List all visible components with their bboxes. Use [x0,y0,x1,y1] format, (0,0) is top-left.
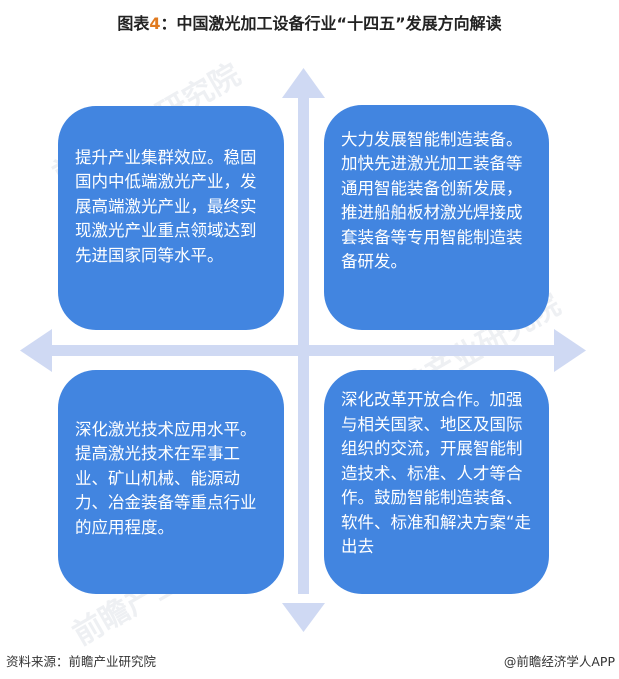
title-prefix: 图表 [117,14,150,33]
arrow-down-icon [282,603,325,632]
quadrant-bottom-right-text: 深化改革开放合作。加强与相关国家、地区及国际组织的交流，开展智能制造技术、标准、… [341,390,532,557]
arrow-left-icon [20,329,52,372]
credit-note: @前瞻经济学人APP [503,654,615,669]
arrow-right-icon [554,329,586,372]
horizontal-arrow-icon [20,329,586,372]
quadrant-bottom-left: 深化激光技术应用水平。提高激光技术在军事工业、矿山机械、能源动力、冶金装备等重点… [58,370,284,594]
arrow-up-icon [282,68,325,98]
quadrant-top-right-text: 大力发展智能制造装备。加快先进激光加工装备等通用智能装备创新发展，推进船舶板材激… [341,129,523,272]
source-note: 资料来源：前瞻产业研究院 [6,654,157,669]
quadrant-bottom-left-text: 深化激光技术应用水平。提高激光技术在军事工业、矿山机械、能源动力、冶金装备等重点… [75,419,257,537]
quadrant-top-left: 提升产业集群效应。稳固国内中低端激光产业，发展高端激光产业，最终实现激光产业重点… [58,106,284,330]
quadrant-top-left-text: 提升产业集群效应。稳固国内中低端激光产业，发展高端激光产业，最终实现激光产业重点… [75,147,257,265]
title-text: ：中国激光加工设备行业“十四五”发展方向解读 [160,14,502,33]
quadrant-bottom-right: 深化改革开放合作。加强与相关国家、地区及国际组织的交流，开展智能制造技术、标准、… [324,370,549,594]
quadrant-top-right: 大力发展智能制造装备。加快先进激光加工装备等通用智能装备创新发展，推进船舶板材激… [324,105,549,330]
title-number: 4 [149,14,161,33]
chart-title: 图表4：中国激光加工设备行业“十四五”发展方向解读 [0,10,619,34]
